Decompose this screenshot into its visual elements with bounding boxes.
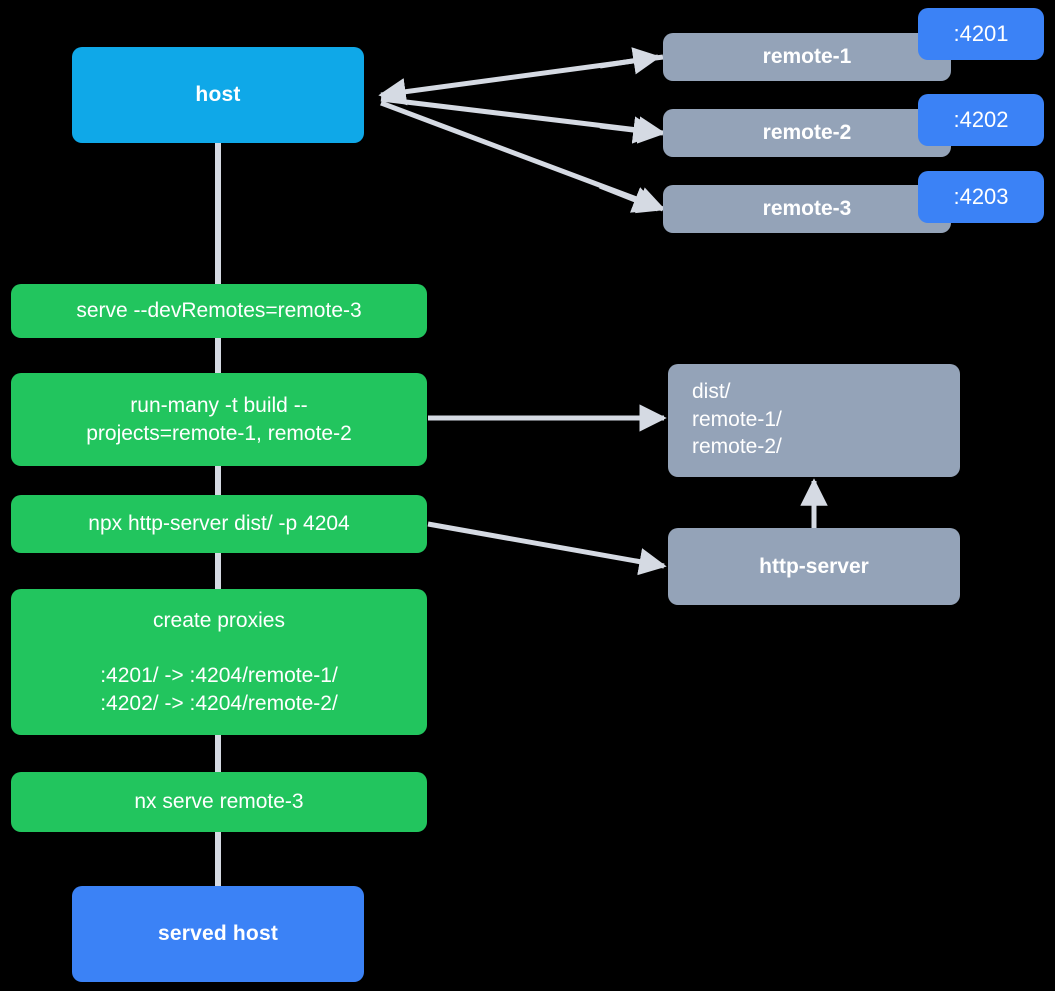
node-remote-3-label: remote-3 [762,197,852,221]
node-run-many-build-label: run-many -t build -- projects=remote-1, … [86,393,352,445]
node-remote-1-label: remote-1 [762,45,852,69]
node-dist-folder[interactable]: dist/ remote-1/ remote-2/ [668,364,960,477]
node-create-proxies-label: create proxies :4201/ -> :4204/remote-1/… [100,608,338,715]
badge-port-remote-2-label: :4202 [953,107,1009,132]
edge-host-to-remote2 [599,116,661,144]
node-served-host-label: served host [157,922,279,946]
node-run-many-build[interactable]: run-many -t build -- projects=remote-1, … [11,373,427,466]
node-create-proxies[interactable]: create proxies :4201/ -> :4204/remote-1/… [11,589,427,735]
node-remote-3[interactable]: remote-3 [663,185,951,233]
edge-host-to-remote3 [599,183,661,213]
node-remote-2-label: remote-2 [762,121,852,145]
edge-remote1-to-host [378,54,664,106]
node-dist-folder-label: dist/ remote-1/ remote-2/ [692,380,782,459]
badge-port-remote-1-label: :4201 [953,21,1009,46]
node-npx-http-server[interactable]: npx http-server dist/ -p 4204 [11,495,427,553]
node-serve-dev-remotes[interactable]: serve --devRemotes=remote-3 [11,284,427,338]
node-remote-1[interactable]: remote-1 [663,33,951,81]
node-remote-2[interactable]: remote-2 [663,109,951,157]
edge-remote2-to-host [380,96,666,144]
badge-port-remote-1[interactable]: :4201 [918,8,1044,60]
edge-host-to-remote1 [599,47,661,75]
node-nx-serve-remote-3-label: nx serve remote-3 [134,790,304,814]
edge-remote3-to-host [380,100,666,214]
badge-port-remote-3-label: :4203 [953,184,1009,209]
badge-port-remote-2[interactable]: :4202 [918,94,1044,146]
edge-npx-to-httpserver [427,521,667,576]
node-npx-http-server-label: npx http-server dist/ -p 4204 [88,512,350,536]
node-serve-dev-remotes-label: serve --devRemotes=remote-3 [76,299,362,323]
node-served-host[interactable]: served host [72,886,364,982]
node-host[interactable]: host [72,47,364,143]
badge-port-remote-3[interactable]: :4203 [918,171,1044,223]
node-nx-serve-remote-3[interactable]: nx serve remote-3 [11,772,427,832]
node-http-server-label: http-server [759,554,869,578]
node-host-label: host [195,83,241,107]
node-http-server[interactable]: http-server [668,528,960,605]
